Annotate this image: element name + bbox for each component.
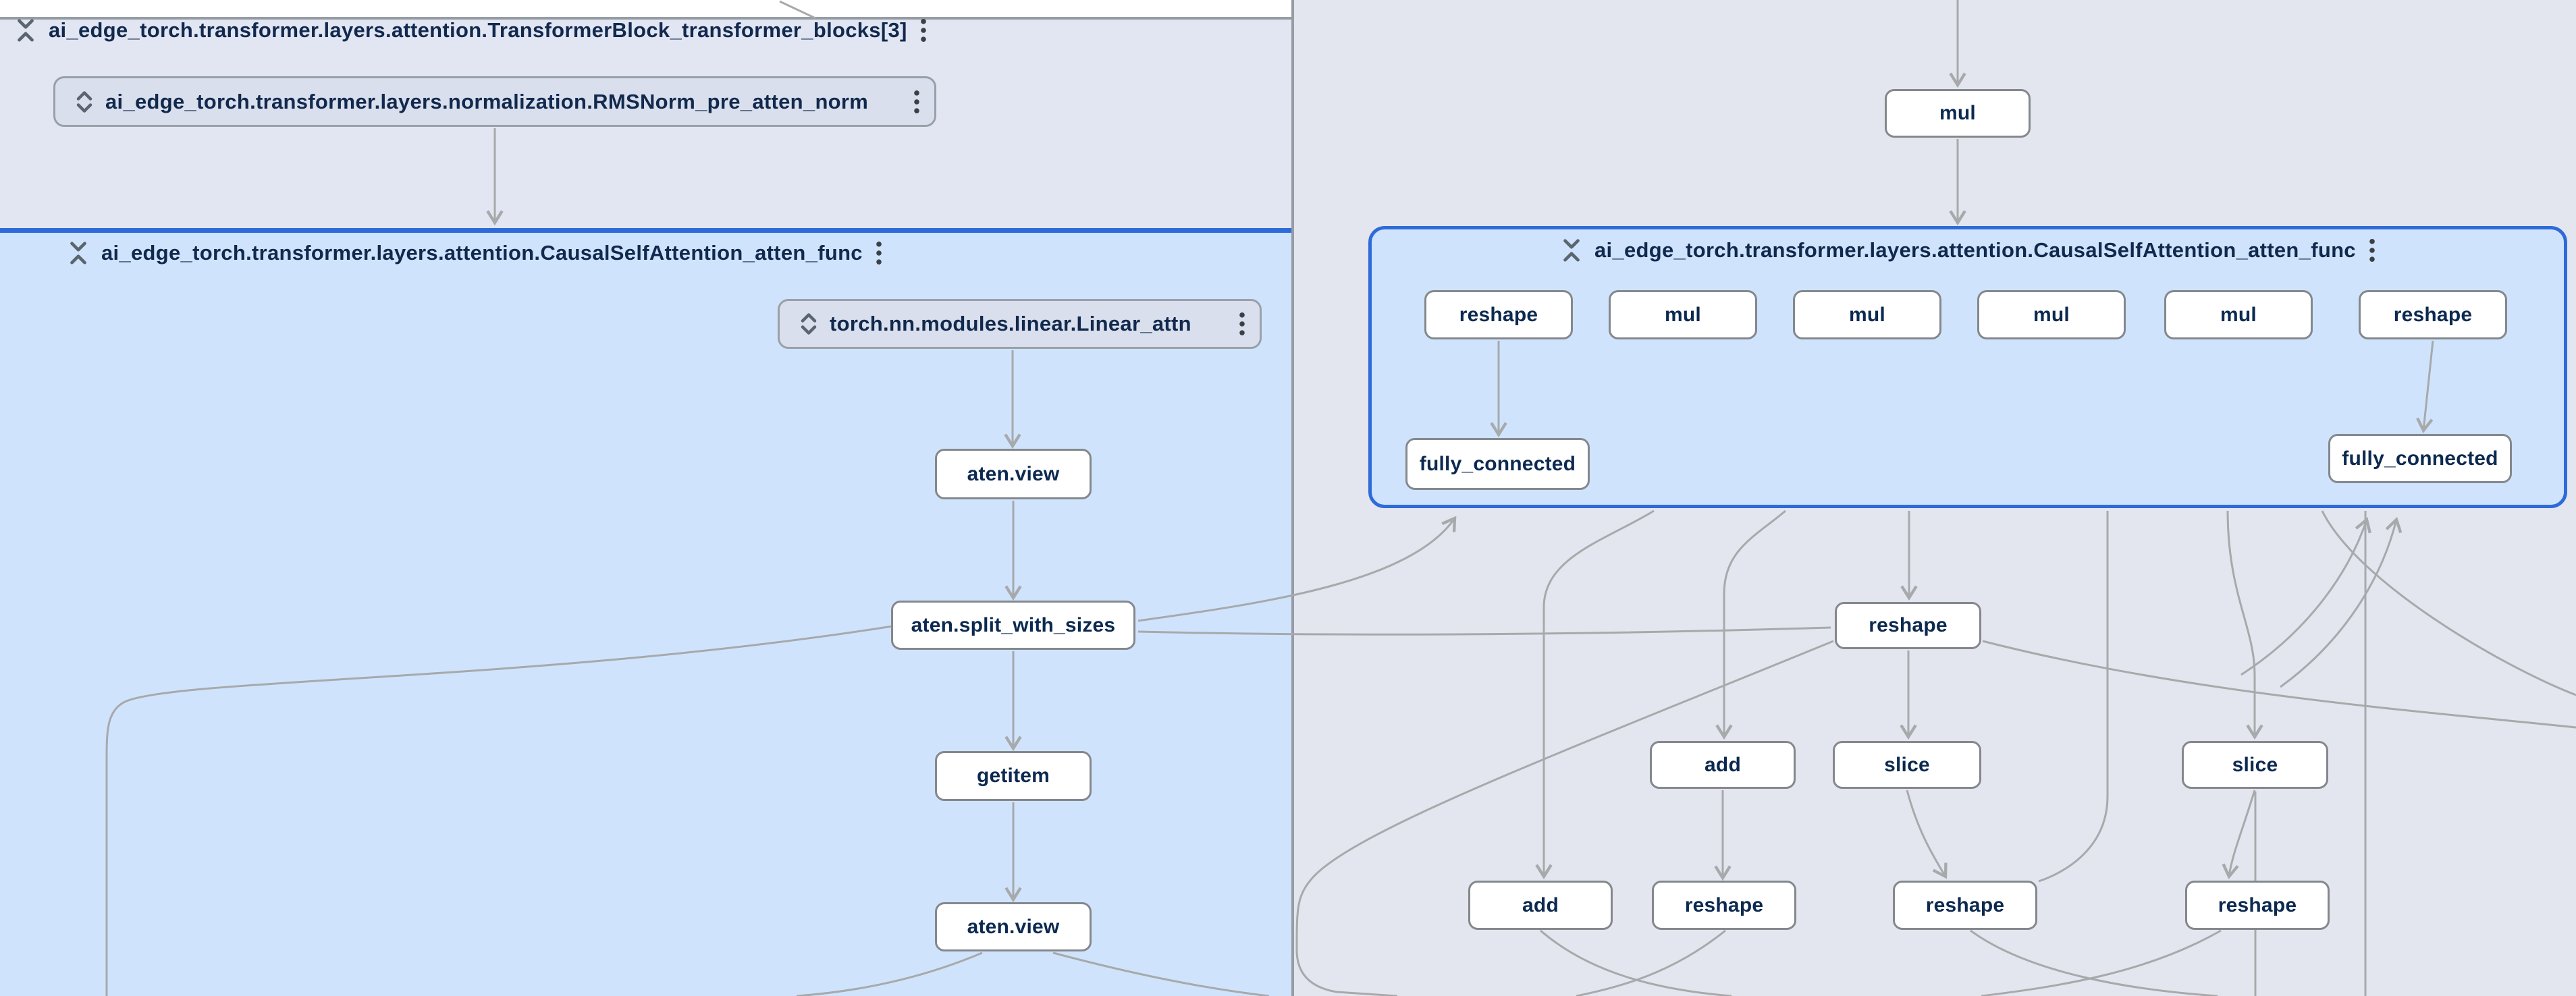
op-node-mul[interactable]: mul xyxy=(1793,290,1941,339)
unfold-more-icon[interactable] xyxy=(799,311,819,337)
kebab-menu-icon[interactable] xyxy=(2368,238,2376,263)
header-transformer-block: ai_edge_torch.transformer.layers.attenti… xyxy=(15,15,928,46)
kebab-menu-icon[interactable] xyxy=(875,240,883,266)
op-node-reshape[interactable]: reshape xyxy=(1835,602,1981,649)
collapsed-node-linear-attn[interactable]: torch.nn.modules.linear.Linear_attn xyxy=(778,299,1262,349)
op-node-aten-split-with-sizes[interactable]: aten.split_with_sizes xyxy=(891,601,1135,650)
op-node-reshape[interactable]: reshape xyxy=(2359,290,2507,339)
graph-edge xyxy=(1576,929,1726,996)
op-node-slice[interactable]: slice xyxy=(1833,741,1981,789)
canvas-background xyxy=(0,0,1291,17)
graph-edge xyxy=(2226,510,2263,740)
op-node-aten-view[interactable]: aten.view xyxy=(935,449,1092,499)
op-node-reshape[interactable]: reshape xyxy=(1652,881,1796,930)
graph-edge xyxy=(1981,929,2222,996)
op-node-fully-connected[interactable]: fully_connected xyxy=(2328,434,2512,483)
op-node-fully-connected[interactable]: fully_connected xyxy=(1405,438,1590,490)
kebab-menu-icon[interactable] xyxy=(919,18,928,43)
group-title: ai_edge_torch.transformer.layers.attenti… xyxy=(1594,238,2356,262)
op-node-reshape[interactable]: reshape xyxy=(1893,881,2037,930)
graph-edge xyxy=(1535,509,1655,880)
graph-edge xyxy=(1715,509,1786,740)
graph-edge xyxy=(1295,640,1834,996)
op-node-getitem[interactable]: getitem xyxy=(935,751,1092,801)
group-transformer-block-border xyxy=(1291,0,1294,996)
graph-edge xyxy=(1970,929,2218,996)
op-node-mul[interactable]: mul xyxy=(1977,290,2126,339)
op-node-mul[interactable]: mul xyxy=(1885,89,2031,138)
header-causal-self-attention-left: ai_edge_torch.transformer.layers.attenti… xyxy=(68,238,883,269)
collapsed-node-label: torch.nn.modules.linear.Linear_attn xyxy=(830,312,1191,335)
op-node-mul[interactable]: mul xyxy=(1609,290,1757,339)
graph-edge xyxy=(2280,517,2403,688)
op-node-slice[interactable]: slice xyxy=(2182,741,2328,789)
graph-edge xyxy=(2321,510,2576,696)
graph-edge xyxy=(2222,790,2256,880)
group-title: ai_edge_torch.transformer.layers.attenti… xyxy=(101,241,863,265)
unfold-less-icon[interactable] xyxy=(1561,238,1582,263)
graph-edge xyxy=(1540,929,1732,996)
kebab-menu-icon[interactable] xyxy=(1238,311,1246,337)
group-title: ai_edge_torch.transformer.layers.attenti… xyxy=(49,18,907,42)
collapsed-node-rmsnorm[interactable]: ai_edge_torch.transformer.layers.normali… xyxy=(53,76,936,127)
graph-edge xyxy=(2038,511,2109,883)
unfold-less-icon[interactable] xyxy=(68,240,89,266)
unfold-less-icon[interactable] xyxy=(15,18,36,43)
kebab-menu-icon[interactable] xyxy=(913,89,921,115)
collapsed-node-label: ai_edge_torch.transformer.layers.normali… xyxy=(105,89,869,113)
op-node-add[interactable]: add xyxy=(1650,741,1796,789)
op-node-add[interactable]: add xyxy=(1468,881,1613,930)
unfold-more-icon[interactable] xyxy=(74,89,95,115)
header-causal-self-attention-right: ai_edge_torch.transformer.layers.attenti… xyxy=(1561,235,2376,266)
op-node-reshape[interactable]: reshape xyxy=(1424,290,1573,339)
op-node-mul[interactable]: mul xyxy=(2164,290,2313,339)
graph-edge xyxy=(1906,790,1948,879)
graph-edge xyxy=(2240,517,2371,676)
op-node-reshape[interactable]: reshape xyxy=(2185,881,2330,930)
graph-edge xyxy=(1982,640,2576,729)
op-node-aten-view[interactable]: aten.view xyxy=(935,902,1092,951)
